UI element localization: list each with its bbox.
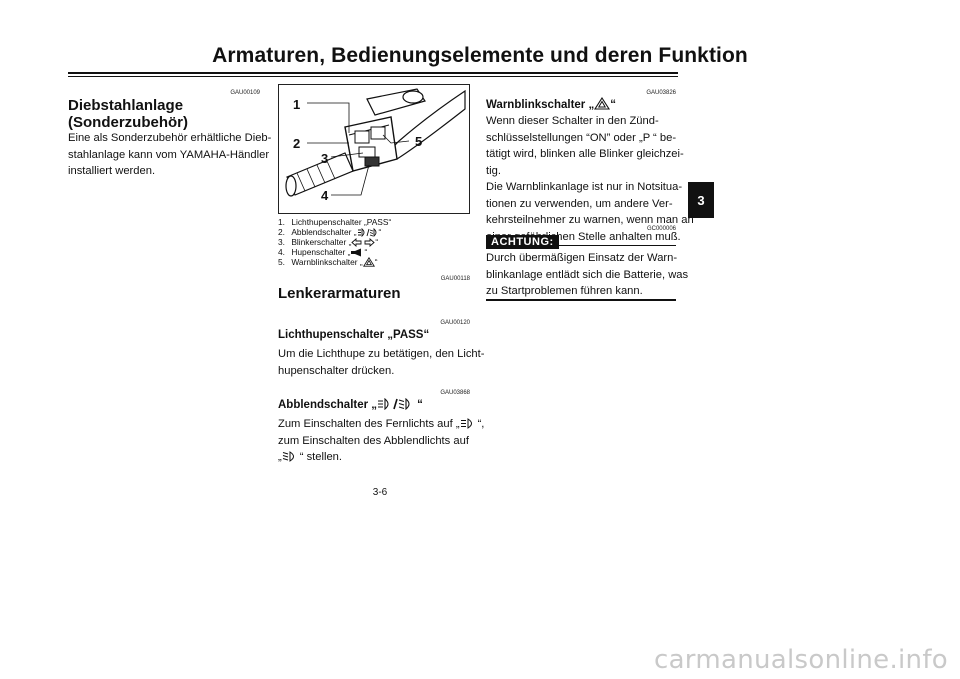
heading-text: “	[610, 99, 616, 111]
caption-item: 4. Hupenschalter „ “	[278, 247, 468, 257]
caution-label: ACHTUNG:	[486, 235, 559, 249]
handlebar-illustration: 1 2 3 4 5	[278, 84, 470, 214]
section-code: GAU03868	[440, 390, 470, 396]
section-code: GAU00109	[230, 90, 260, 96]
heading-lenkerarmaturen: Lenkerarmaturen	[278, 285, 401, 302]
heading-text: Abblendschalter „	[278, 399, 378, 411]
high-low-beam-icon	[378, 398, 410, 410]
callout-1: 1	[293, 97, 301, 112]
text-line: schlüsselstellungen “ON” oder „P “ be-	[486, 131, 677, 144]
header-rule-thin	[68, 76, 678, 77]
callout-5: 5	[415, 134, 423, 149]
heading-diebstahlanlage: Diebstahlanlage (Sonderzubehör)	[68, 97, 188, 131]
heading-text: Warnblinkschalter „	[486, 99, 595, 111]
text-line: Durch übermäßigen Einsatz der Warn-	[486, 252, 678, 264]
caption-item: 5. Warnblinkschalter „ “	[278, 257, 468, 267]
text-line: hupenschalter drücken.	[278, 364, 395, 377]
hazard-icon	[594, 97, 611, 110]
watermark: carmanualsonline.info	[653, 645, 948, 675]
caption-text: “	[375, 237, 379, 247]
paragraph-abblend: Zum Einschalten des Fernlichts auf „ “, z…	[278, 416, 484, 466]
text-line: Die Warnblinkanlage ist nur in Notsitua-	[486, 181, 683, 193]
high-low-beam-icon	[357, 228, 376, 237]
callout-4: 4	[321, 188, 329, 203]
page-number: 3-6	[372, 487, 388, 498]
caption-item: 3. Blinkerschalter „ “	[278, 237, 468, 247]
caption-text: Lichthupenschalter „PASS“	[291, 217, 392, 227]
caption-item: 2. Abblendschalter „ “	[278, 227, 468, 237]
text-line: tig.	[486, 164, 501, 177]
text-line: kehrsteilnehmer zu warnen, wenn man an	[486, 214, 694, 226]
text-line: installiert werden.	[68, 165, 156, 177]
text-line: Wenn dieser Schalter in den Zünd-	[486, 115, 659, 127]
caption-text: Warnblinkschalter „	[291, 257, 363, 267]
header-rule	[68, 72, 678, 74]
text-line: zu Startproblemen führen kann.	[486, 285, 643, 297]
heading-line: (Sonderzubehör)	[68, 114, 188, 131]
high-beam-icon	[460, 418, 472, 429]
handlebar-drawing	[285, 88, 466, 197]
figure-captions: 1. Lichthupenschalter „PASS“ 2. Abblends…	[278, 217, 468, 267]
heading-text: “	[417, 399, 423, 411]
caption-text: “	[374, 257, 378, 267]
text-line: „ “ stellen.	[278, 449, 484, 466]
horn-icon	[351, 248, 362, 257]
text-line: Zum Einschalten des Fernlichts auf „ “,	[278, 416, 484, 433]
text-part: „	[278, 451, 282, 463]
caption-text: “	[364, 247, 368, 257]
callout-2: 2	[293, 136, 301, 151]
low-beam-icon	[282, 451, 294, 462]
heading-line: Diebstahlanlage	[68, 97, 184, 114]
caption-text: Blinkerschalter „	[291, 237, 352, 247]
heading-warnblinkschalter: Warnblinkschalter „ “	[486, 97, 616, 111]
section-code: GAU00120	[440, 320, 470, 326]
turn-signal-icon	[351, 238, 376, 247]
text-line: Um die Lichthupe zu betätigen, den Licht…	[278, 348, 485, 360]
caption-number: 5.	[278, 257, 285, 267]
heading-lichthupenschalter: Lichthupenschalter „PASS“	[278, 329, 430, 341]
chapter-tab: 3	[688, 182, 714, 218]
text-part: “,	[477, 418, 485, 430]
caution-rule	[556, 245, 676, 246]
caption-number: 2.	[278, 227, 285, 237]
caption-number: 3.	[278, 237, 285, 247]
paragraph-diebstahlanlage: Eine als Sonderzubehör erhältliche Dieb-…	[68, 130, 271, 180]
caption-text: “	[378, 227, 382, 237]
heading-abblendschalter: Abblendschalter „ “	[278, 398, 423, 411]
section-code: GAU00118	[440, 276, 470, 282]
text-part: Zum Einschalten des Fernlichts auf „	[278, 418, 460, 430]
text-line: blinkanlage entlädt sich die Batterie, w…	[486, 268, 689, 281]
section-code: GC000006	[646, 226, 676, 232]
callout-3: 3	[321, 151, 329, 166]
caption-text: Hupenschalter „	[291, 247, 351, 257]
hazard-icon	[362, 257, 375, 267]
caution-bottom-rule	[486, 299, 676, 301]
text-line: zum Einschalten des Abblendlichts auf	[278, 434, 469, 447]
caption-number: 1.	[278, 217, 285, 227]
caption-number: 4.	[278, 247, 285, 257]
caption-text: Abblendschalter „	[291, 227, 357, 237]
text-line: tätigt wird, blinken alle Blinker gleich…	[486, 148, 684, 160]
text-line: tionen zu verwenden, um andere Ver-	[486, 197, 673, 210]
text-line: stahlanlage kann vom YAMAHA-Händler	[68, 148, 270, 161]
page-title: Armaturen, Bedienungselemente und deren …	[212, 44, 748, 67]
caption-item: 1. Lichthupenschalter „PASS“	[278, 217, 468, 227]
text-line: Eine als Sonderzubehör erhältliche Dieb-	[68, 132, 272, 144]
text-part: “ stellen.	[299, 451, 343, 463]
section-code: GAU03826	[646, 90, 676, 96]
paragraph-lichthupe: Um die Lichthupe zu betätigen, den Licht…	[278, 346, 484, 379]
caution-text: Durch übermäßigen Einsatz der Warn- blin…	[486, 250, 688, 300]
